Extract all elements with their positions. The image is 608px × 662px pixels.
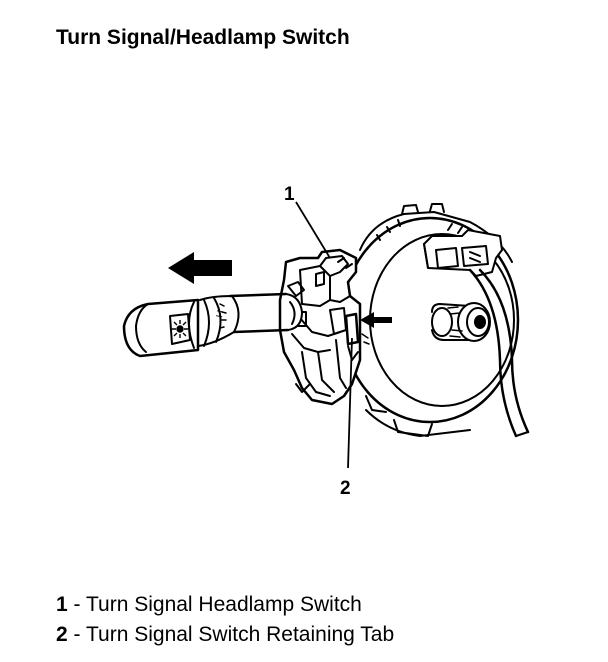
headlamp-symbol-icon bbox=[172, 320, 188, 338]
diagram-title: Turn Signal/Headlamp Switch bbox=[56, 26, 350, 49]
turn-signal-lever: I I bbox=[122, 292, 303, 358]
leader-line-2 bbox=[347, 337, 353, 469]
callout-number-2: 2 bbox=[340, 478, 351, 499]
legend-item: 1 - Turn Signal Headlamp Switch bbox=[56, 590, 394, 620]
svg-text:I I: I I bbox=[214, 309, 225, 318]
legend-text: Turn Signal Switch Retaining Tab bbox=[85, 623, 395, 646]
clock-spring-housing bbox=[340, 203, 530, 438]
connector-housing bbox=[423, 229, 503, 277]
arrow-left-icon bbox=[168, 252, 232, 284]
arrow-pointer-icon bbox=[360, 312, 392, 328]
legend-number: 2 bbox=[56, 623, 68, 646]
switch-body bbox=[278, 248, 362, 406]
legend: 1 - Turn Signal Headlamp Switch 2 - Turn… bbox=[56, 590, 394, 650]
legend-text: Turn Signal Headlamp Switch bbox=[85, 593, 362, 616]
callout-number-1: 1 bbox=[284, 184, 295, 205]
legend-item: 2 - Turn Signal Switch Retaining Tab bbox=[56, 620, 394, 650]
legend-separator: - bbox=[67, 593, 86, 616]
steering-shaft bbox=[431, 302, 491, 342]
leader-line-1 bbox=[295, 201, 331, 259]
legend-number: 1 bbox=[56, 593, 68, 616]
leader-lines bbox=[295, 201, 353, 469]
legend-separator: - bbox=[67, 623, 86, 646]
